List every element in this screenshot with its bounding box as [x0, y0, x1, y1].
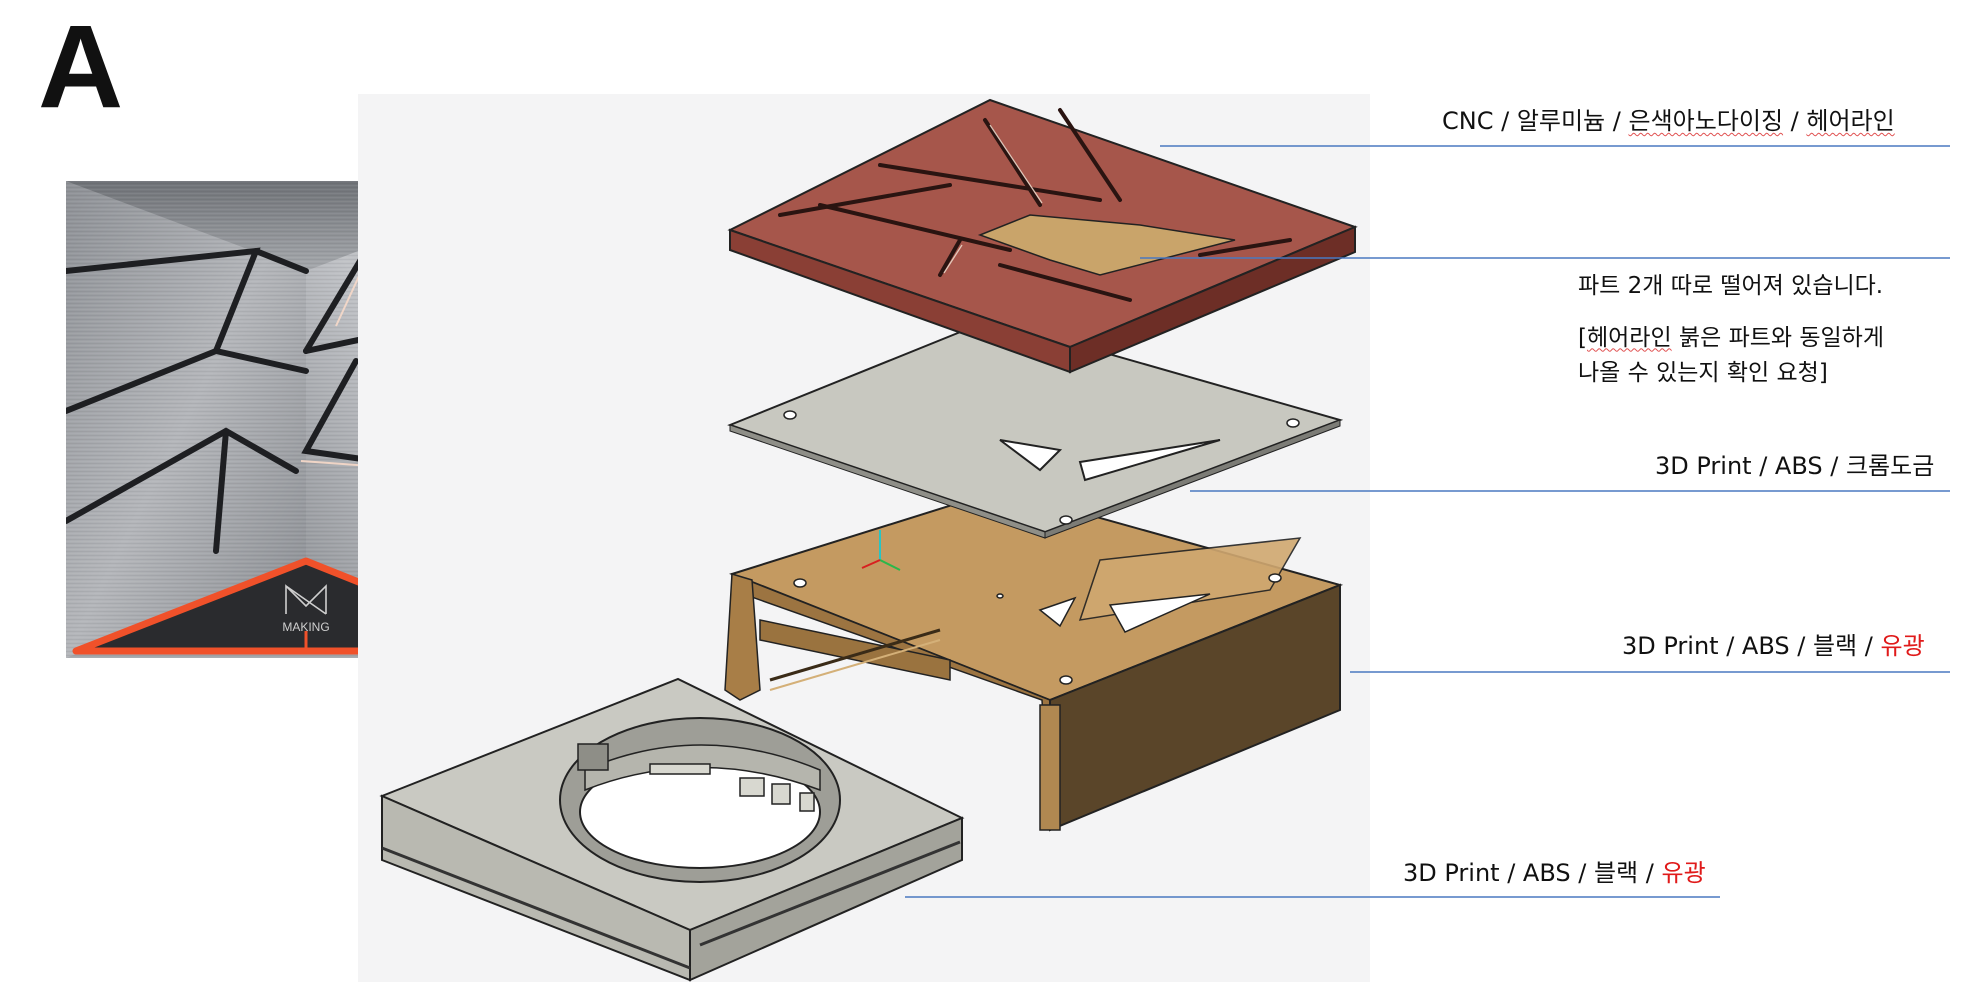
- label-chrome-plating: 3D Print / ABS / 크롬도금: [1655, 452, 1935, 480]
- chrome-plate-part: [727, 318, 1344, 539]
- cnc-aluminum-top-part: [727, 98, 1358, 374]
- label-black1-part-a: 3D Print / ABS / 블랙 /: [1622, 632, 1881, 660]
- note-line-3: 나올 수 있는지 확인 요청]: [1578, 360, 1828, 387]
- axis-triad-icon: [861, 530, 901, 571]
- label-black-glossy-middle: 3D Print / ABS / 블랙 / 유광: [1622, 632, 1925, 661]
- leader-lines: [905, 145, 1950, 898]
- note-line-2b: 헤어라인: [1586, 324, 1672, 351]
- label-cnc-part-b: 은색아노다이징: [1628, 107, 1784, 135]
- label-cnc-part-c: /: [1783, 107, 1807, 135]
- label-black2-part-b: 유광: [1661, 859, 1706, 887]
- note-line-2: [헤어라인 붉은 파트와 동일하게: [1578, 321, 1884, 357]
- label-cnc-part-a: CNC / 알루미늄 /: [1442, 107, 1629, 135]
- note-insert-parts: 파트 2개 따로 떨어져 있습니다. [헤어라인 붉은 파트와 동일하게 나올 …: [1578, 269, 1884, 392]
- label-black2-part-a: 3D Print / ABS / 블랙 /: [1403, 859, 1662, 887]
- note-line-2c: 붉은 파트와 동일하게: [1671, 324, 1884, 351]
- label-cnc-part-d: 헤어라인: [1806, 107, 1895, 135]
- label-black1-part-b: 유광: [1880, 632, 1925, 660]
- label-cnc-aluminum: CNC / 알루미늄 / 은색아노다이징 / 헤어라인: [1442, 107, 1895, 136]
- panel-letter: A: [38, 1, 124, 133]
- note-line-2a: [: [1578, 324, 1587, 351]
- note-line-1: 파트 2개 따로 떨어져 있습니다.: [1578, 273, 1884, 299]
- making-logo-icon: [285, 584, 327, 615]
- label-black-glossy-bottom: 3D Print / ABS / 블랙 / 유광: [1403, 859, 1706, 888]
- gray-base-part: [379, 677, 965, 982]
- tan-frame-part: [724, 488, 1344, 832]
- logo-text: MAKING: [282, 620, 329, 634]
